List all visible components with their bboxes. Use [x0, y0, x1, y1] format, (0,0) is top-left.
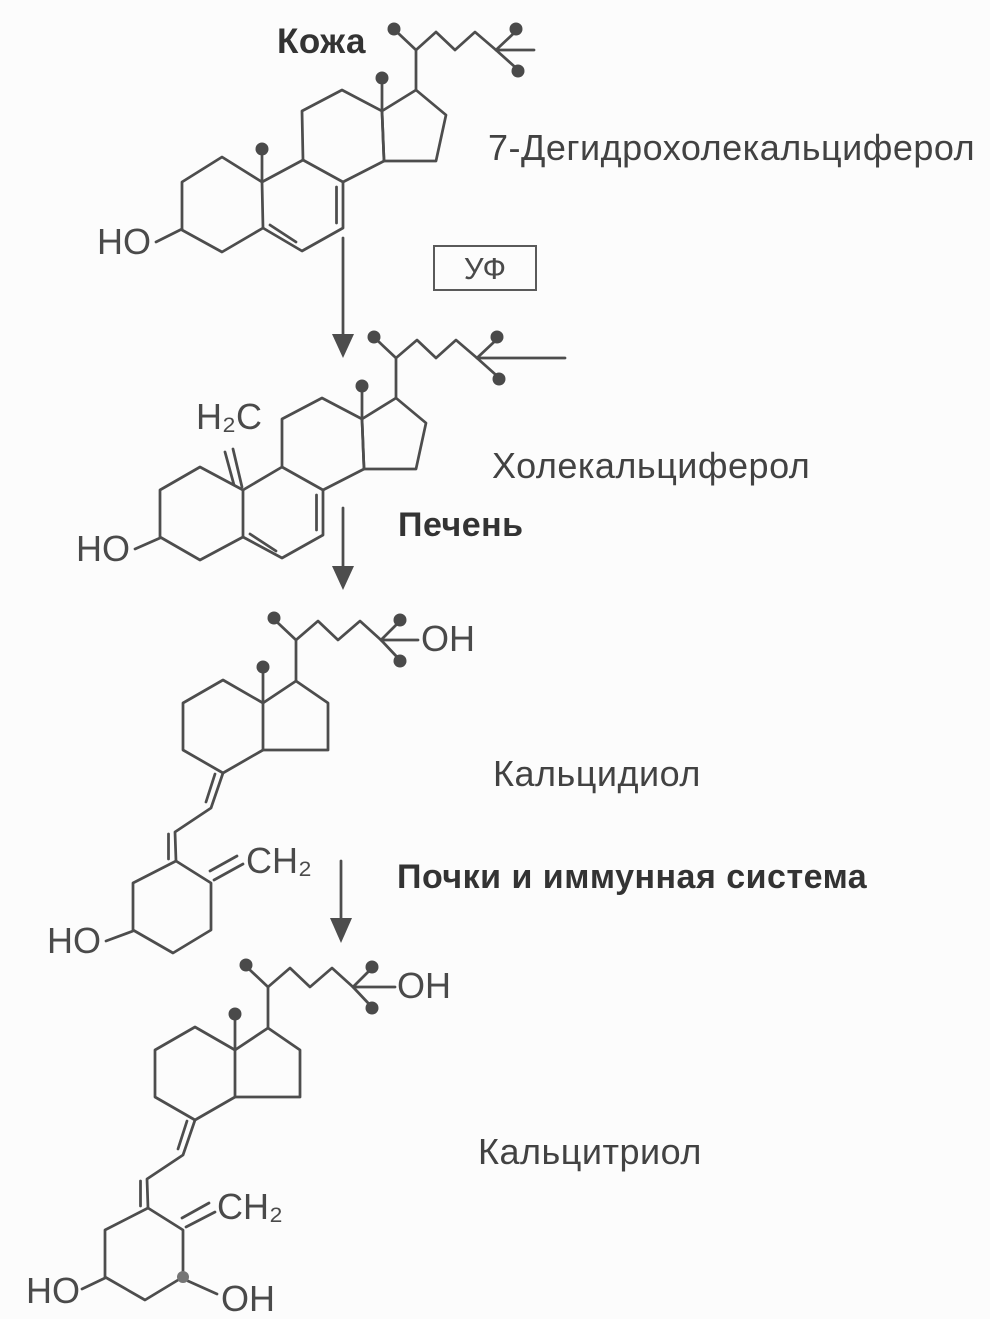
- ch2-group-structure4: CH₂: [217, 1186, 283, 1227]
- molecule-name-calcidiol: Кальцидиол: [493, 753, 701, 794]
- uv-label: УФ: [463, 250, 507, 286]
- uv-box: УФ: [433, 245, 537, 291]
- liver-label: Печень: [398, 506, 524, 544]
- molecule-name-7-dehydrocholecalciferol: 7-Дегидрохолекальциферол: [488, 127, 976, 168]
- ho-group-structure2: HO: [76, 528, 130, 569]
- oh-group-structure4-25: OH: [397, 965, 451, 1006]
- structure-calcitriol: [80, 958, 397, 1302]
- molecule-name-calcitriol: Кальцитриол: [478, 1131, 702, 1172]
- oh-group-structure3-25: OH: [421, 618, 475, 659]
- h2c-group-structure2: H₂C: [196, 396, 262, 437]
- skin-label: Кожа: [277, 22, 366, 61]
- kidneys-label: Почки и иммунная система: [397, 858, 868, 896]
- structure-7-dehydrocholecalciferol: [154, 22, 536, 254]
- structure-cholecalciferol: [133, 330, 567, 562]
- ho-group-structure3: HO: [47, 920, 101, 961]
- structure-calcidiol: [104, 611, 420, 955]
- ch2-group-structure3: CH₂: [246, 840, 312, 881]
- ho-group-structure1: HO: [97, 221, 151, 262]
- molecule-name-cholecalciferol: Холекальциферол: [492, 445, 811, 486]
- hydroxyl-carbon-dot: [177, 1271, 189, 1283]
- ho-group-structure4: HO: [26, 1270, 80, 1311]
- reaction-arrow-uv: [332, 236, 354, 358]
- reaction-arrow-kidneys: [330, 859, 352, 943]
- reaction-arrow-liver: [332, 506, 354, 590]
- oh-group-structure4-1: OH: [221, 1278, 275, 1319]
